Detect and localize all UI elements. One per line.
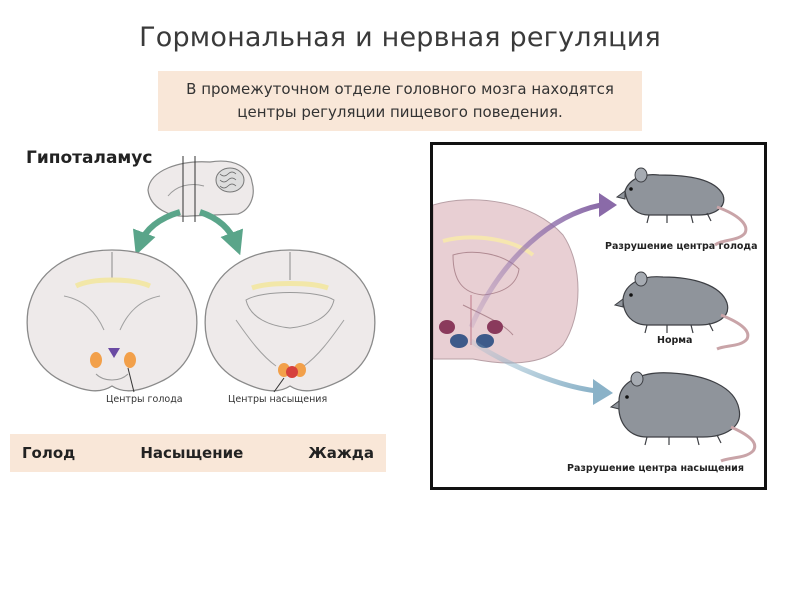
experiment-frame: Разрушение центра голода Норма Разрушени… xyxy=(430,142,767,490)
coronal-section-satiety xyxy=(205,250,375,391)
nucleus-top-left xyxy=(439,320,455,334)
keywords-bar: Голод Насыщение Жажда xyxy=(10,434,386,472)
green-arrow-right xyxy=(200,212,236,244)
label-satiety-destroyed: Разрушение центра насыщения xyxy=(567,463,744,474)
keyword-hunger: Голод xyxy=(22,444,75,462)
rat-thin xyxy=(617,168,746,245)
experiment-figure: Разрушение центра голода Норма Разрушени… xyxy=(433,145,764,487)
nucleus-top-right xyxy=(487,320,503,334)
label-hunger-centers: Центры голода xyxy=(106,394,183,405)
arrow-head-purple xyxy=(599,193,617,217)
label-hunger-destroyed: Разрушение центра голода xyxy=(605,241,758,252)
arrow-head-blue xyxy=(593,379,613,405)
hunger-center-right xyxy=(124,352,136,368)
label-satiety-centers: Центры насыщения xyxy=(228,394,327,405)
label-norm: Норма xyxy=(657,335,692,346)
green-arrow-left xyxy=(140,212,180,244)
satiety-center-red xyxy=(286,366,298,378)
keyword-thirst: Жажда xyxy=(308,444,374,462)
coronal-section-hunger xyxy=(27,250,197,391)
rat-fat xyxy=(611,372,755,461)
nucleus-bottom-left xyxy=(450,334,468,348)
hunger-center-left xyxy=(90,352,102,368)
keyword-satiety: Насыщение xyxy=(140,444,243,462)
